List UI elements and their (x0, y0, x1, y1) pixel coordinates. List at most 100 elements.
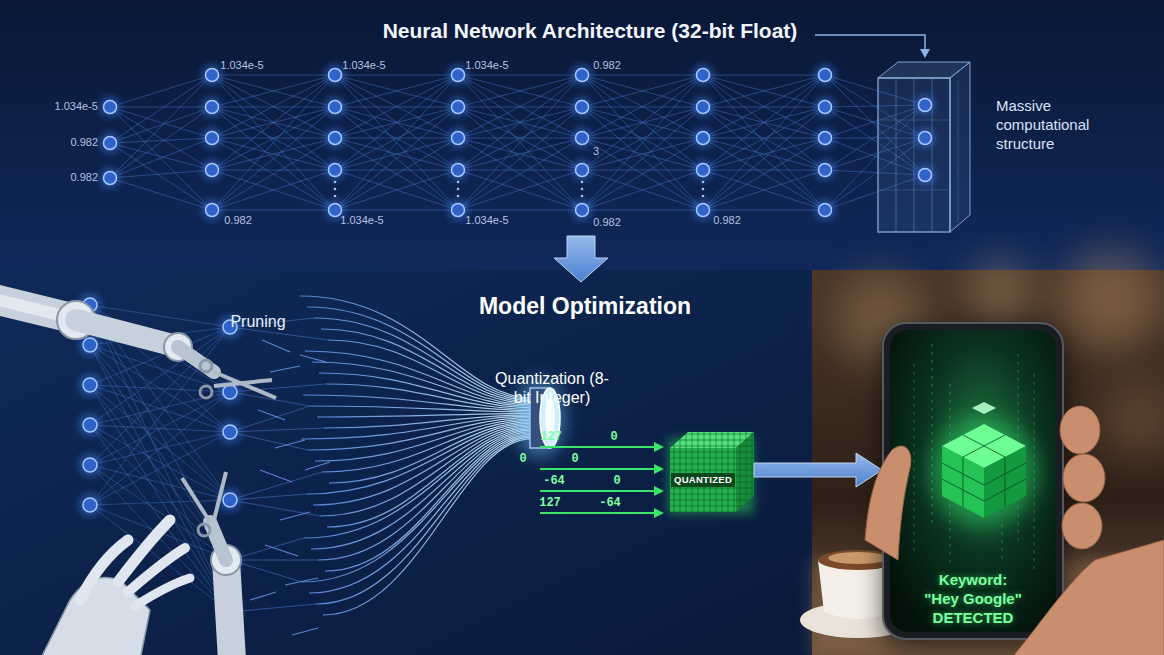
neuron-glow (692, 127, 714, 149)
neuron (576, 69, 589, 82)
network-link (212, 170, 335, 171)
network-link (703, 107, 825, 210)
neuron (697, 132, 710, 145)
ellipsis-dot (334, 195, 337, 198)
cube-shape (671, 473, 735, 487)
neuron (206, 69, 219, 82)
neuron (819, 101, 832, 114)
neuron-glow (914, 164, 936, 186)
ellipsis-dot (702, 181, 705, 184)
neuron (329, 69, 342, 82)
network-link (458, 107, 582, 170)
neuron-glow (692, 199, 714, 221)
network-link (582, 210, 703, 211)
quantized-flow-arrows (654, 486, 664, 496)
weight-value: 0.982 (593, 216, 621, 230)
network-link (212, 75, 335, 210)
server-structure (914, 78, 915, 232)
neuron-glow (201, 64, 223, 86)
network-link (212, 75, 335, 138)
phone-display (963, 435, 1005, 457)
neuron-glow (571, 127, 593, 149)
neuron-glow (571, 96, 593, 118)
network-link (110, 170, 212, 178)
network-link (582, 170, 703, 171)
input-value: 0.982 (70, 171, 98, 185)
pruned-link (262, 340, 290, 352)
pruned-link (260, 470, 292, 482)
phone-display (942, 435, 1026, 507)
server-structure (878, 78, 950, 232)
cube-shape (736, 432, 754, 512)
neuron-glow (914, 127, 936, 149)
network-link (335, 75, 458, 138)
neuron (919, 169, 932, 182)
network-link (458, 75, 582, 210)
neuron (819, 164, 832, 177)
weight-value: 1.034e-5 (220, 59, 263, 73)
network-link (582, 107, 703, 170)
weight-value: 3 (593, 145, 599, 159)
neuron (223, 493, 237, 507)
network-link (110, 107, 212, 178)
neuron-glow (218, 420, 242, 444)
weight-value: 0.982 (224, 214, 252, 228)
robot-arm (198, 524, 210, 536)
network-link (703, 75, 825, 107)
robot-arm (200, 386, 212, 398)
cafe-photo (1060, 250, 1160, 350)
neuron (576, 204, 589, 217)
robot-arm (182, 472, 241, 655)
neuron-glow (692, 159, 714, 181)
neuron-glow (324, 159, 346, 181)
neuron (697, 164, 710, 177)
screen-text: Keyword: "Hey Google" DETECTED (922, 570, 1024, 627)
ellipsis-dot (581, 181, 584, 184)
network-link (335, 170, 458, 210)
neuron-glow (78, 493, 102, 517)
panel-heading: Neural Network Architecture (32-bit Floa… (383, 18, 798, 44)
neuron (576, 164, 589, 177)
neuron-glow (78, 413, 102, 437)
network-link (458, 75, 582, 138)
cafe-photo (828, 552, 888, 564)
ellipsis-dot (581, 195, 584, 198)
network-link (335, 75, 458, 107)
cube-shape (668, 428, 754, 514)
network-link (90, 392, 230, 505)
neuron (206, 101, 219, 114)
network-link (212, 75, 335, 107)
network-link (90, 465, 230, 500)
network-link (90, 327, 230, 505)
phone-screen: Keyword: "Hey Google" DETECTED (882, 322, 1064, 640)
pruned-link (250, 592, 276, 600)
neuron (452, 132, 465, 145)
network-link (582, 138, 703, 210)
neuron-glow (814, 96, 836, 118)
network-link (582, 75, 703, 210)
network-link (825, 105, 925, 107)
pruned-link (265, 545, 298, 556)
robot-arm (210, 522, 226, 560)
neuron (452, 101, 465, 114)
neuron-glow (99, 132, 121, 154)
neuron (576, 101, 589, 114)
phone-display (972, 402, 996, 414)
pruned-link (270, 366, 300, 372)
ellipsis-dot (702, 195, 705, 198)
weight-value: 0.982 (713, 214, 741, 228)
quantized-value: 127 (540, 430, 562, 445)
weight-value: 0.982 (593, 59, 621, 73)
neuron-glow (201, 96, 223, 118)
robot-arm (200, 360, 212, 372)
network-link (212, 107, 335, 210)
network-link (703, 107, 825, 170)
phone-display (963, 435, 1005, 457)
cube-label: QUANTIZED (674, 474, 732, 486)
neuron (104, 101, 117, 114)
quantized-value: 0 (571, 452, 578, 467)
neuron-glow (447, 159, 469, 181)
network-link (335, 138, 458, 210)
phone-display (914, 364, 915, 554)
neuron (329, 204, 342, 217)
